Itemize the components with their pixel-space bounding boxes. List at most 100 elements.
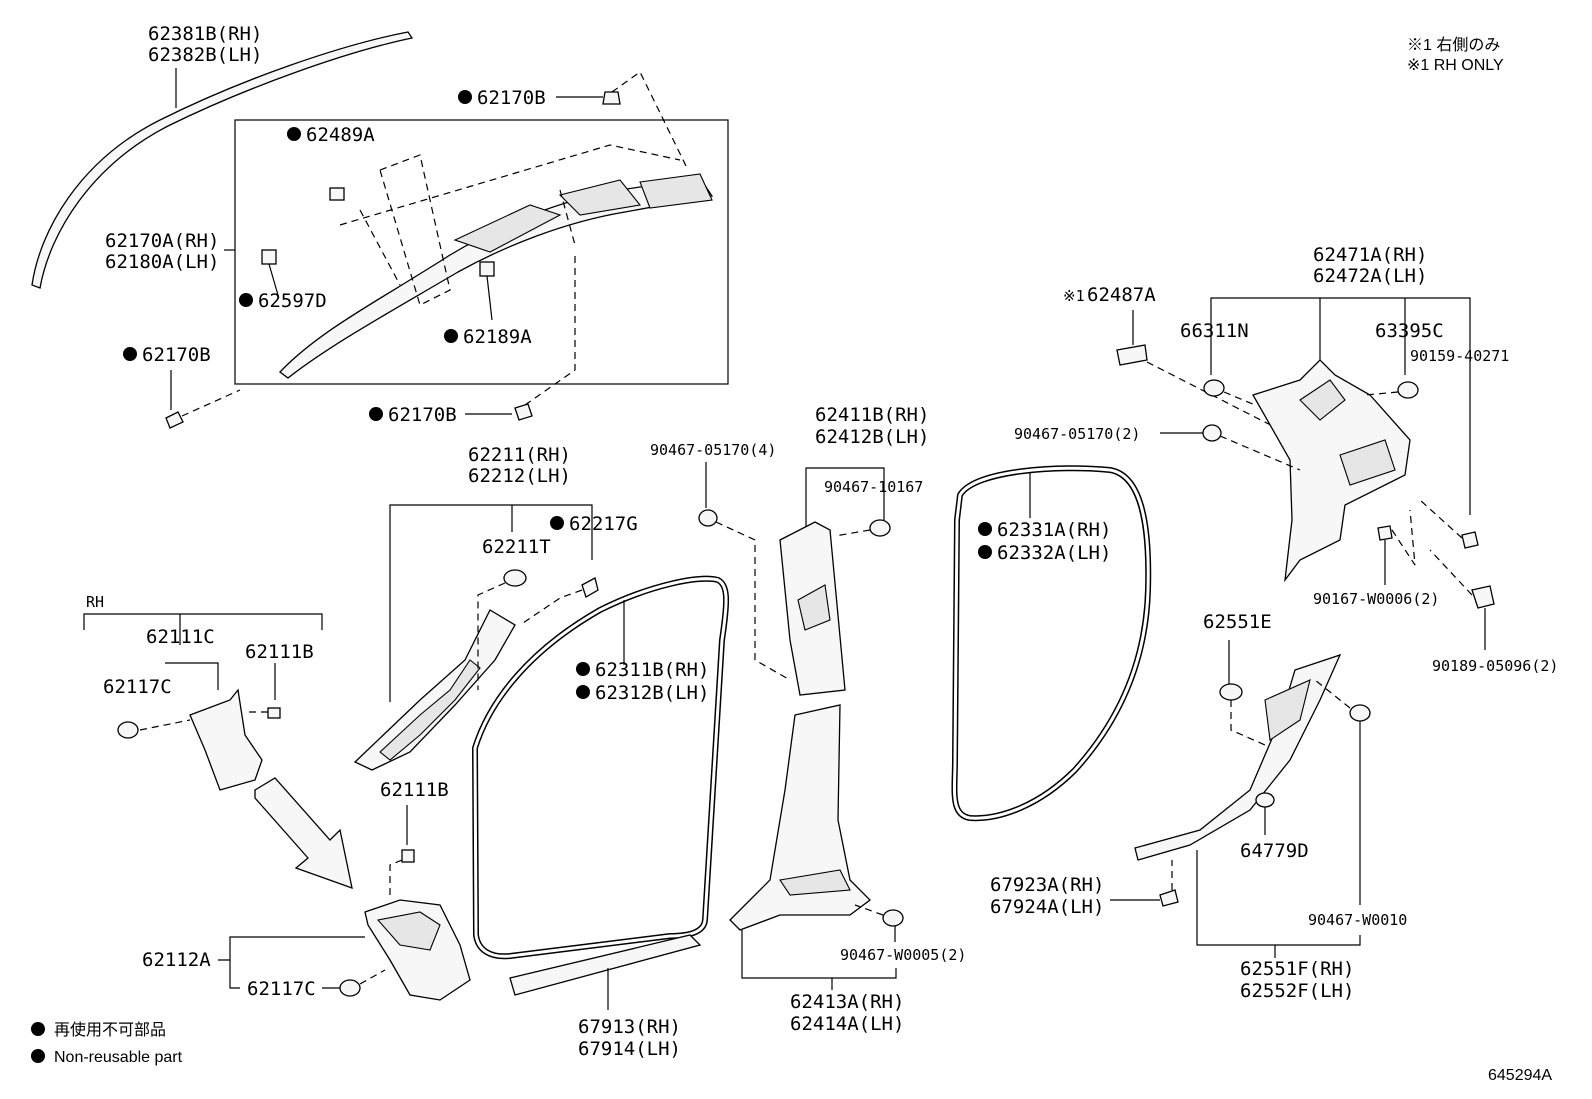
label-62112a: 62112A [142, 949, 211, 971]
label-90467-w0010: 90467-W0010 [1308, 911, 1407, 929]
non-reusable-dot [576, 662, 590, 676]
label-62312b: 62312B(LH) [595, 682, 709, 704]
direction-arrow [254, 777, 353, 890]
label-62332a: 62332A(LH) [997, 542, 1111, 564]
ref-note-marker: ※1 [1063, 287, 1085, 305]
non-reusable-dot [978, 522, 992, 536]
non-reusable-dot [123, 347, 137, 361]
airbag-assembly-box [234, 119, 729, 385]
bracket-62111c [189, 688, 263, 791]
clip-62189a [479, 261, 495, 321]
label-62331a: 62331A(RH) [997, 519, 1111, 541]
label-62170b-bottom: 62170B [388, 404, 457, 426]
front-door-weatherstrip [471, 575, 730, 960]
non-reusable-dot [550, 516, 564, 530]
label-64779d: 64779D [1240, 840, 1309, 862]
label-62170b-left: 62170B [142, 344, 211, 366]
non-reusable-dot [458, 90, 472, 104]
rear-door-scuff-plate [1134, 653, 1342, 861]
label-62117c-a: 62117C [103, 676, 172, 698]
bolt-90167-w0006 [1377, 509, 1416, 585]
label-62411b: 62411B(RH) [815, 404, 929, 426]
roof-side-molding [31, 31, 414, 289]
label-90159-40271: 90159-40271 [1410, 347, 1509, 365]
legend-bullet [31, 1022, 45, 1036]
clip-62489a [329, 187, 345, 201]
label-62414a: 62414A(LH) [790, 1013, 904, 1035]
label-62382b: 62382B(LH) [148, 44, 262, 66]
label-90189-05096: 90189-05096(2) [1432, 657, 1558, 675]
label-62217g: 62217G [569, 513, 638, 535]
note-rh-only-jp: ※1 右側のみ [1407, 36, 1500, 54]
clip-62111b-b [389, 849, 415, 900]
legend-non-reusable-jp: 再使用不可部品 [54, 1021, 166, 1039]
center-pillar-upper-garnish [779, 521, 846, 696]
label-62111b-b: 62111B [380, 779, 449, 801]
bolt-62170b-top [556, 71, 689, 171]
center-pillar-lower-garnish [729, 704, 871, 931]
label-62489a: 62489A [306, 124, 375, 146]
rh-group-label: RH [86, 593, 104, 611]
clip-62551e [1219, 683, 1266, 746]
label-62180a: 62180A(LH) [105, 251, 219, 273]
cowl-side-trim [364, 899, 471, 1001]
label-62487a: 62487A [1087, 284, 1156, 306]
label-62311b: 62311B(RH) [595, 659, 709, 681]
clip-62117c-b [322, 969, 386, 997]
clip-90467-05170-2 [1160, 424, 1301, 471]
clip-62117c-a [117, 719, 191, 739]
label-62413a: 62413A(RH) [790, 991, 904, 1013]
non-reusable-dot [576, 685, 590, 699]
bolt-62170b-left [165, 370, 241, 429]
label-62597d: 62597D [258, 290, 327, 312]
label-62472a: 62472A(LH) [1313, 265, 1427, 287]
label-62412b: 62412B(LH) [815, 426, 929, 448]
non-reusable-dot [287, 127, 301, 141]
label-62211: 62211(RH) [468, 444, 571, 466]
clip-62217g [519, 577, 599, 626]
label-62552f: 62552F(LH) [1240, 980, 1354, 1002]
front-pillar-garnish [353, 609, 516, 771]
clip-62211t [477, 569, 527, 690]
clip-90467-10167 [834, 519, 891, 537]
curtain-airbag [279, 144, 714, 379]
label-62189a: 62189A [463, 326, 532, 348]
label-62211t: 62211T [482, 536, 551, 558]
clip-90189-05096 [1429, 549, 1495, 650]
front-scuff-plate [509, 934, 702, 996]
clip-62111b-a [245, 707, 281, 719]
label-62117c-b: 62117C [247, 978, 316, 1000]
diagram-id: 645294A [1488, 1067, 1552, 1084]
label-90467-w0005: 90467-W0005(2) [840, 946, 966, 964]
label-62111b-a: 62111B [245, 641, 314, 663]
label-67923a: 67923A(RH) [990, 874, 1104, 896]
non-reusable-dot [239, 293, 253, 307]
label-62212: 62212(LH) [468, 465, 571, 487]
label-66311n: 66311N [1180, 320, 1249, 342]
clip-64779d [1255, 792, 1275, 835]
label-62170b-top: 62170B [477, 87, 546, 109]
clip-63395c [1364, 381, 1419, 399]
rear-door-weatherstrip [951, 465, 1152, 822]
non-reusable-dot [978, 545, 992, 559]
label-62551f: 62551F(RH) [1240, 958, 1354, 980]
note-rh-only-en: ※1 RH ONLY [1407, 57, 1504, 74]
label-67913: 67913(RH) [578, 1016, 681, 1038]
clip-90467-w0010 [1314, 679, 1371, 905]
label-62111c-group: 62111C [146, 626, 215, 648]
clip-67923a [1110, 860, 1179, 907]
non-reusable-dot [369, 407, 383, 421]
non-reusable-dot [444, 329, 458, 343]
label-63395c: 63395C [1375, 320, 1444, 342]
legend-bullet [31, 1049, 45, 1063]
clip-90467-w0005 [854, 904, 904, 942]
legend-non-reusable-en: Non-reusable part [54, 1049, 183, 1066]
quarter-trim-panel [1252, 359, 1411, 583]
label-62551e: 62551E [1203, 611, 1272, 633]
label-67914: 67914(LH) [578, 1038, 681, 1060]
clip-90467-05170-4 [698, 509, 791, 681]
bolt-62170b-bottom [465, 255, 576, 421]
label-90467-10167: 90467-10167 [824, 478, 923, 496]
clip-66311n [1203, 379, 1256, 406]
